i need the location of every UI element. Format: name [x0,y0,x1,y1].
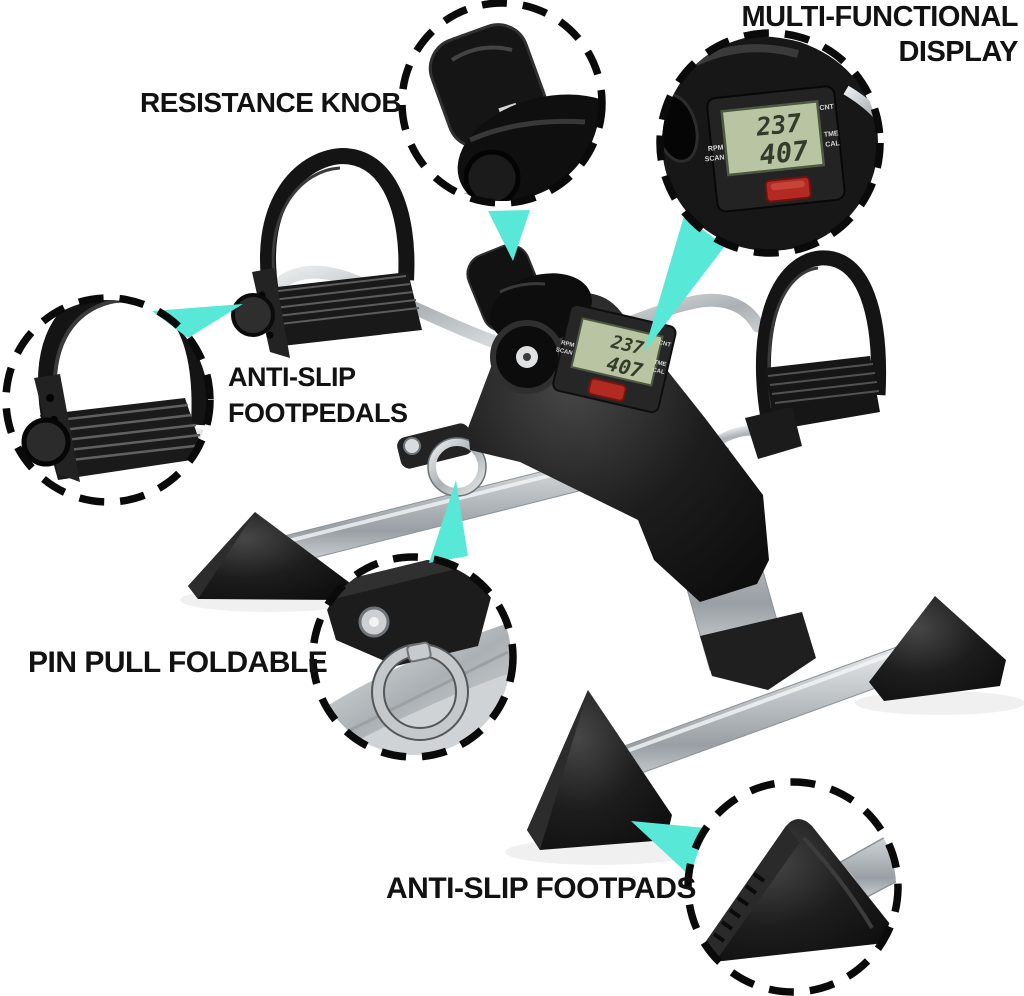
lcd-label-rpm: RPM [708,144,724,153]
lcd-label-cnt: CNT [819,104,835,113]
pointer-pin [429,480,468,563]
lcd-label-cal: CAL [652,367,666,376]
pedal-platform [765,356,880,430]
knob-highlight [499,282,546,294]
footpad-serration [712,872,766,943]
label-text: PIN PULL FOLDABLE [28,646,328,679]
pedal-ribs [41,403,204,464]
label-anti-slip-footpads: ANTI-SLIP FOOTPADS [386,871,696,908]
mode-button [587,377,627,402]
label-line-1: MULTI-FUNCTIONAL [741,1,1018,33]
ring-link [406,641,432,663]
strap-highlight [271,166,341,291]
front-left-footpad [527,690,672,850]
knob-highlight [468,118,586,143]
dashed-borders [2,0,902,996]
pin-bolt [403,437,421,455]
footpad-face [527,690,588,850]
hub-bolt [523,353,531,361]
tube-reflection [319,650,509,747]
lcd-label-rpm: RPM [560,340,574,349]
pedal-strap [260,147,415,300]
label-multi-functional-display: MULTI-FUNCTIONAL DISPLAY [741,0,1018,71]
label-text: ANTI-SLIP FOOTPADS [386,872,696,905]
rubber-footpad [699,819,891,962]
pointer-footpad [631,821,706,876]
lcd-screen [570,317,664,387]
lcd-label-cal: CAL [825,140,841,149]
left-pedal [231,147,422,358]
front-right-footpad [869,596,1006,701]
strap-adjust-disc [21,417,71,467]
label-text: RESISTANCE KNOB [140,87,402,118]
pedal-bracket [745,407,802,459]
label-line-1: ANTI-SLIP [228,362,356,392]
column-foot-joint [700,612,816,690]
bolt-center [369,617,379,627]
footpad-highlight [802,836,874,930]
machine-display-panel: 237 407 RPM SCAN CNT TME CAL [552,303,677,414]
footpad-face [188,512,255,599]
lcd-screen [720,99,826,177]
detail-content [315,559,511,755]
lcd-bottom-value: 407 [758,136,810,172]
pedal-ribs [767,363,880,404]
detail-anti-slip-footpedals [8,300,208,500]
tube-highlight [579,637,935,770]
label-anti-slip-footpedals: ANTI-SLIP FOOTPEDALS [228,360,408,431]
detail-pin-pull-foldable [315,559,511,755]
callout-pointers [152,210,725,876]
dashed-circle-resistance-knob [398,0,606,207]
lcd-label-scan: SCAN [555,347,573,357]
display-panel: 237 407 RPM SCAN CNT TME CAL [704,85,846,213]
lcd-label-cnt: CNT [658,340,672,349]
right-pedal [745,250,887,459]
rear-left-footpad [188,512,350,600]
dashed-circle-pin [309,553,517,761]
pedal-ribs [269,275,420,325]
lcd-label-scan: SCAN [704,154,724,163]
dashed-circle-footpad [684,778,902,996]
plate-hole [266,331,274,339]
label-pin-pull-foldable: PIN PULL FOLDABLE [28,645,328,682]
pin-clamp [397,423,473,469]
pointer-footpedal [152,304,243,338]
pedal-strap [755,250,887,420]
button-highlight [770,180,805,191]
dashed-circle-footpedal [2,294,214,506]
plate-hole [46,394,54,402]
lcd-label-tme: TME [653,360,667,369]
clamp-edge [320,559,460,600]
pointer-resistance-knob [488,210,530,261]
label-line-2: FOOTPEDALS [228,397,408,428]
label-line-2: DISPLAY [898,36,1018,69]
dashed-circle-display [656,29,884,257]
knob-cap [463,149,521,201]
label-resistance-knob: RESISTANCE KNOB [140,86,402,120]
crank-chrome [186,426,208,484]
strap-adjust-disc [231,293,275,337]
machine: 237 407 RPM SCAN CNT TME CAL [180,147,1024,865]
lcd-label-tme: TME [824,130,840,139]
strap-hole [115,300,121,303]
frame-tube [315,620,511,755]
metal-plane [318,645,511,755]
pointer-display [644,216,725,352]
knob-highlight [450,45,513,62]
lcd-top-value: 237 [754,108,803,142]
detail-anti-slip-footpads [690,784,896,990]
